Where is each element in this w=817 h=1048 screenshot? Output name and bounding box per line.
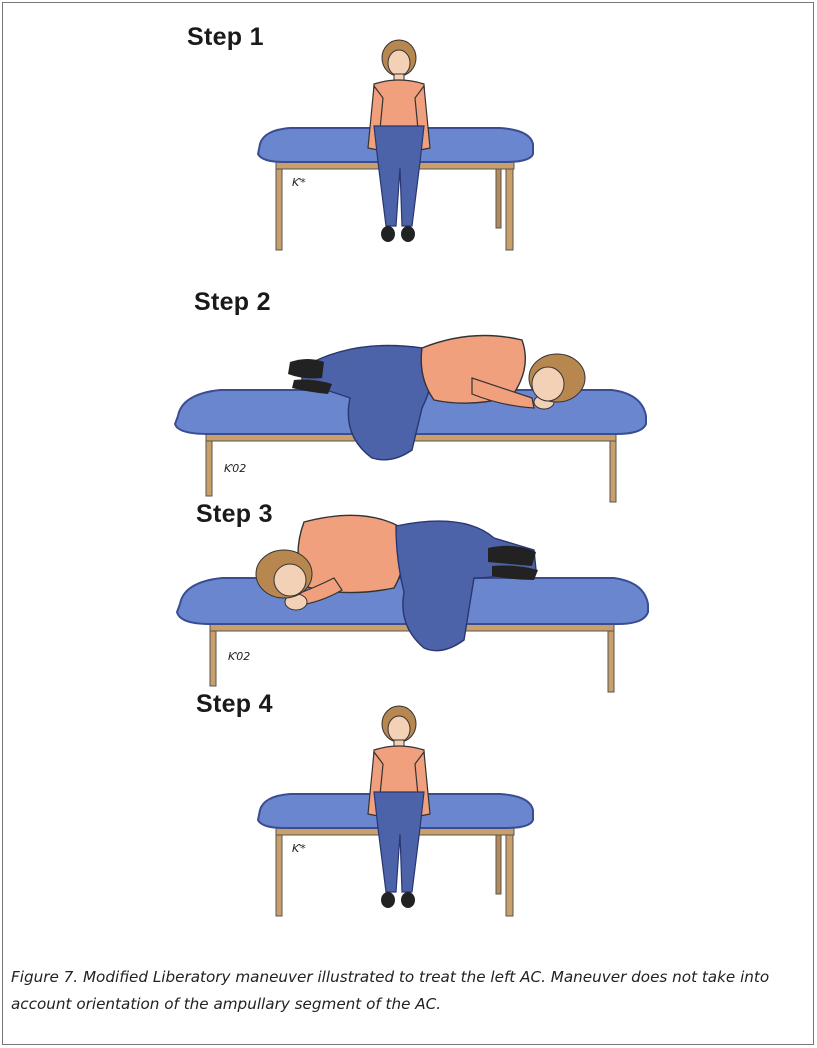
table-leg (496, 162, 501, 228)
shoe (401, 226, 415, 242)
table-leg (496, 828, 501, 894)
face (532, 367, 564, 401)
step-3-illustration: Ƙ02 (174, 508, 654, 694)
table-leg (610, 434, 616, 502)
pants (374, 126, 424, 226)
table-leg (276, 828, 282, 916)
face (388, 716, 410, 742)
step-2-illustration: Ƙ02 (172, 328, 652, 506)
shoe (381, 226, 395, 242)
table-leg (206, 434, 212, 496)
face (274, 564, 306, 596)
table-leg (608, 624, 614, 692)
artist-signature: Ƙ02 (224, 462, 246, 475)
artist-signature: Ƙ* (292, 176, 306, 189)
shoe (401, 892, 415, 908)
table-leg (210, 624, 216, 686)
step-1-illustration: Ƙ* (250, 38, 540, 254)
shoe (381, 892, 395, 908)
table-leg (276, 162, 282, 250)
face (388, 50, 410, 76)
step-4-illustration: Ƙ* (250, 704, 540, 920)
shirt (298, 515, 405, 592)
pants (374, 792, 424, 892)
artist-signature: Ƙ02 (228, 650, 250, 663)
table-leg (506, 162, 513, 250)
table-leg (506, 828, 513, 916)
step-2-label: Step 2 (194, 288, 271, 317)
artist-signature: Ƙ* (292, 842, 306, 855)
shoe (288, 359, 324, 379)
figure-caption: Figure 7. Modified Liberatory maneuver i… (11, 964, 801, 1018)
